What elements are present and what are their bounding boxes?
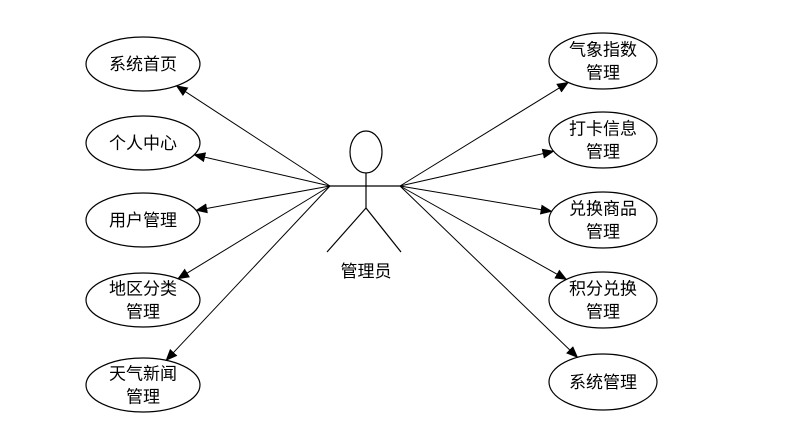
use-case-label: 管理 [126, 303, 160, 323]
association-arrow [175, 85, 331, 187]
association-arrow [165, 185, 331, 362]
use-case-ellipse [85, 357, 201, 413]
actor-head [349, 130, 383, 174]
use-case-ellipse [85, 192, 201, 248]
association-arrow [399, 81, 570, 187]
use-case-label: 打卡信息 [569, 120, 637, 140]
use-case-label: 管理 [586, 143, 620, 163]
use-case-label: 系统首页 [109, 55, 177, 75]
use-case-label: 管理 [586, 64, 620, 84]
actor-label: 管理员 [341, 262, 392, 282]
use-case-label: 兑换商品 [569, 200, 637, 220]
actor-admin: 管理员 [326, 130, 402, 282]
use-case-ellipse [548, 191, 658, 249]
use-case-label: 管理 [586, 223, 620, 243]
use-case-label: 个人中心 [109, 134, 177, 154]
use-case-right-4: 系统管理 [399, 185, 658, 411]
association-arrow [399, 148, 555, 187]
use-case-ellipse [548, 111, 658, 169]
use-case-ellipse [548, 32, 658, 90]
use-case-label: 地区分类 [109, 280, 177, 300]
use-case-left-2: 用户管理 [85, 185, 331, 248]
use-case-label: 气象指数 [569, 41, 637, 61]
use-case-label: 管理 [586, 303, 620, 323]
use-case-label: 管理 [126, 388, 160, 408]
association-arrow [399, 185, 568, 280]
use-case-ellipse [548, 271, 658, 329]
use-case-ellipse [548, 353, 658, 411]
use-case-left-0: 系统首页 [85, 36, 331, 187]
actor-leg-left [326, 207, 367, 253]
association-arrow [193, 152, 331, 187]
use-case-label: 天气新闻 [109, 365, 177, 385]
actor-leg-right [365, 207, 402, 253]
use-case-left-1: 个人中心 [85, 115, 331, 187]
association-arrow [399, 185, 579, 359]
association-arrow [177, 185, 331, 280]
association-arrow [399, 185, 553, 215]
use-case-ellipse [85, 36, 201, 92]
use-case-label: 用户管理 [109, 211, 177, 231]
association-arrow [195, 185, 331, 214]
use-case-label: 积分兑换 [569, 280, 637, 300]
use-case-ellipse [85, 115, 201, 171]
use-case-label: 系统管理 [569, 373, 637, 393]
use-case-ellipse [85, 272, 201, 328]
